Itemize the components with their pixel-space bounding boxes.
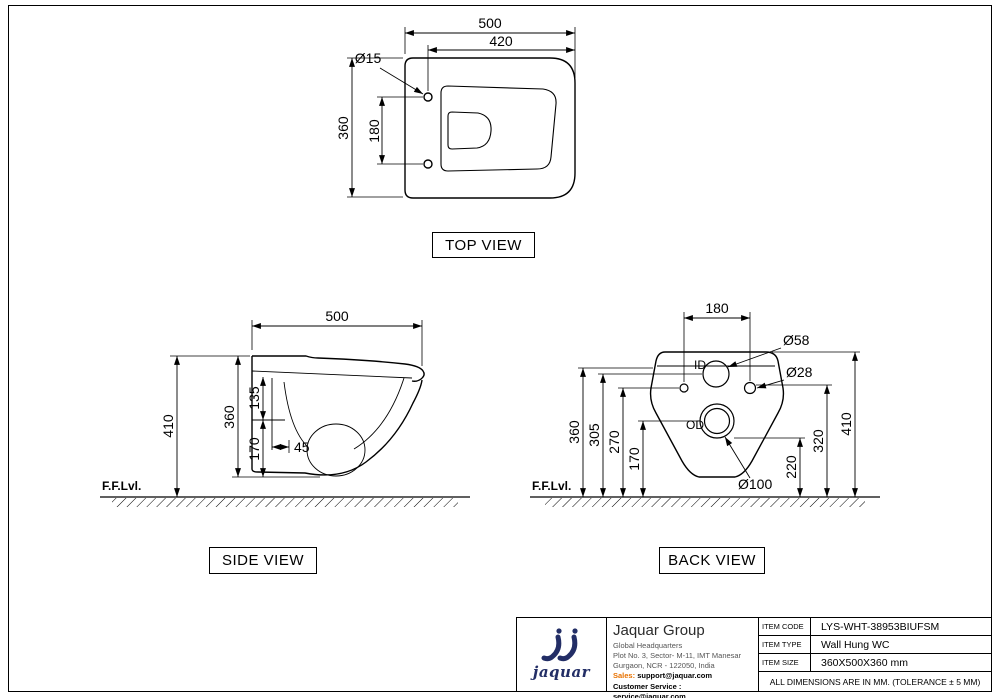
- dim-side-500: 500: [325, 308, 349, 324]
- dim-top-500: 500: [478, 15, 502, 31]
- side-floor-hatch: [112, 498, 458, 507]
- dim-back-270: 270: [606, 430, 622, 454]
- side-view-inner-lines: [251, 370, 413, 477]
- dim-back-180: 180: [705, 300, 729, 316]
- sheet-border: [8, 5, 992, 692]
- back-view-dimension-lines: [580, 315, 858, 497]
- item-size-value: 360X500X360 mm: [821, 656, 908, 669]
- table-row-item-size: ITEM SIZE 360X500X360 mm: [759, 654, 991, 672]
- back-view-extension-lines: [578, 312, 860, 439]
- service-email-link[interactable]: service@jaquar.com: [613, 691, 686, 698]
- brand-wordmark: jaquar: [532, 663, 591, 681]
- side-view-extension-lines: [170, 320, 423, 478]
- top-view-dimension-lines: [349, 30, 575, 197]
- dim-top-360: 360: [335, 116, 351, 140]
- side-view: 500 410 360 135 170 45 F.F.Lvl.: [100, 308, 470, 507]
- item-code-label: ITEM CODE: [759, 618, 811, 635]
- dim-back-360: 360: [566, 420, 582, 444]
- mount-hole-right: [743, 381, 757, 395]
- sales-email-link[interactable]: support@jaquar.com: [637, 671, 713, 681]
- company-hq: Global Headquarters: [613, 641, 683, 650]
- dia58-leader-line: [727, 347, 782, 368]
- dim-side-135: 135: [246, 386, 262, 410]
- outlet-od-circle-outer: [699, 403, 735, 439]
- jaquar-logo-icon: [541, 628, 578, 662]
- inlet-id-circle: [702, 360, 730, 388]
- back-view: 180 Ø58 Ø28 Ø100 ID OD 360 305 270 170 2…: [530, 300, 880, 507]
- brand-logo: jaquar: [517, 618, 607, 691]
- sales-contact: Sales: support@jaquar.com: [613, 671, 752, 681]
- dim-back-305: 305: [586, 423, 602, 447]
- seat-outline: [440, 85, 557, 172]
- dia28-leader-line: [756, 379, 785, 389]
- dim-top-420: 420: [489, 33, 513, 49]
- service-label: Customer Service :: [613, 682, 682, 691]
- company-info: Jaquar Group Global Headquarters Plot No…: [607, 618, 759, 698]
- fixing-hole-top: [423, 92, 433, 102]
- seat-opening-outline: [447, 111, 492, 150]
- top-view-label-text: TOP VIEW: [445, 236, 522, 254]
- od-port-label: OD: [686, 418, 704, 432]
- back-ffl-label: F.F.Lvl.: [532, 479, 571, 493]
- dim-back-170: 170: [626, 447, 642, 471]
- title-block: jaquar Jaquar Group Global Headquarters …: [516, 617, 992, 698]
- top-view: 500 420 Ø15 360 180: [335, 15, 576, 199]
- id-port-label: ID: [694, 358, 706, 372]
- company-address-line1: Plot No. 3, Sector- M-11, IMT Manesar: [613, 650, 742, 660]
- table-row-item-type: ITEM TYPE Wall Hung WC: [759, 636, 991, 654]
- back-view-ports: [679, 360, 757, 439]
- company-address-line2: Gurgaon, NCR - 122050, India: [613, 660, 715, 670]
- back-floor-hatch: [545, 498, 865, 507]
- dia15-leader-line: [379, 67, 424, 95]
- service-contact: Customer Service : service@jaquar.com: [613, 682, 752, 698]
- sales-label: Sales:: [613, 671, 636, 681]
- outlet-od-circle-inner: [703, 407, 731, 435]
- back-view-label-text: BACK VIEW: [668, 552, 756, 569]
- table-row-item-code: ITEM CODE LYS-WHT-38953BIUFSM: [759, 618, 991, 636]
- dim-back-410: 410: [838, 412, 854, 436]
- dia100-leader-line: [724, 436, 751, 479]
- dim-back-220: 220: [783, 455, 799, 479]
- side-ffl-label: F.F.Lvl.: [102, 479, 141, 493]
- back-view-label: BACK VIEW: [659, 547, 765, 574]
- item-size-label: ITEM SIZE: [759, 654, 811, 671]
- dim-top-dia15: Ø15: [355, 50, 382, 66]
- top-view-outline: [404, 57, 576, 199]
- dim-side-360: 360: [221, 405, 237, 429]
- dim-top-180: 180: [366, 119, 382, 143]
- fixing-hole-bottom: [423, 159, 433, 169]
- item-code-value: LYS-WHT-38953BIUFSM: [821, 620, 940, 633]
- mount-hole-left: [679, 383, 689, 393]
- dimensions-note: ALL DIMENSIONS ARE IN MM. (TOLERANCE ± 5…: [769, 676, 981, 687]
- back-view-outline: [649, 351, 785, 478]
- dim-side-170: 170: [246, 437, 262, 461]
- dim-side-45: 45: [294, 439, 310, 455]
- item-info-table: ITEM CODE LYS-WHT-38953BIUFSM ITEM TYPE …: [759, 618, 991, 691]
- side-view-label: SIDE VIEW: [209, 547, 317, 574]
- top-view-label: TOP VIEW: [432, 232, 535, 258]
- dim-back-320: 320: [810, 429, 826, 453]
- company-name: Jaquar Group: [613, 622, 705, 639]
- dim-back-dia58: Ø58: [783, 332, 810, 348]
- item-type-label: ITEM TYPE: [759, 636, 811, 653]
- side-view-outline: [251, 355, 425, 476]
- item-type-value: Wall Hung WC: [821, 638, 890, 651]
- side-view-dimension-lines: [174, 323, 422, 497]
- dim-back-dia28: Ø28: [786, 364, 813, 380]
- side-view-label-text: SIDE VIEW: [221, 552, 304, 569]
- dim-side-410: 410: [160, 414, 176, 438]
- dim-back-dia100: Ø100: [738, 476, 772, 492]
